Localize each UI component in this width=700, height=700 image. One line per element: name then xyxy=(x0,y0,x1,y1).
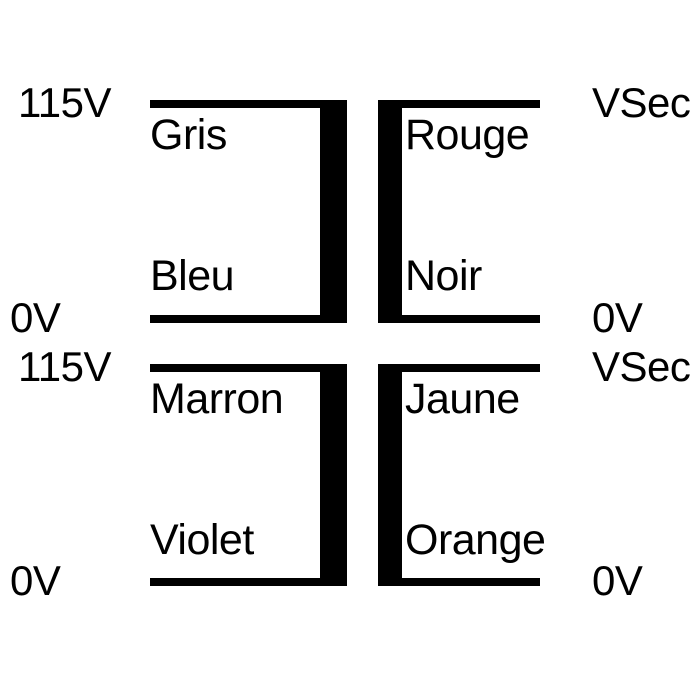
wire-label-noir: Noir xyxy=(405,252,482,300)
lead-wire-marron xyxy=(150,364,322,372)
voltage-label-primary-top-high: 115V xyxy=(18,79,111,126)
voltage-label-secondary-bottom-high: VSec xyxy=(592,343,691,390)
wire-label-bleu: Bleu xyxy=(150,252,235,300)
winding-core-bar-primary-top xyxy=(320,100,347,323)
winding-core-bar-secondary-top xyxy=(378,100,402,323)
wire-label-marron: Marron xyxy=(150,375,284,423)
winding-core-bar-primary-bottom xyxy=(320,364,347,586)
wire-label-rouge: Rouge xyxy=(405,111,530,159)
lead-wire-orange xyxy=(400,578,540,586)
voltage-label-secondary-top-low: 0V xyxy=(592,294,643,341)
voltage-label-primary-bottom-low: 0V xyxy=(10,557,61,604)
voltage-label-primary-top-low: 0V xyxy=(10,294,61,341)
wire-label-gris: Gris xyxy=(150,111,227,159)
lead-wire-noir xyxy=(400,315,540,323)
voltage-label-secondary-top-high: VSec xyxy=(592,79,691,126)
wire-label-violet: Violet xyxy=(150,516,254,564)
lead-wire-bleu xyxy=(150,315,322,323)
lead-wire-rouge xyxy=(400,100,540,108)
voltage-label-secondary-bottom-low: 0V xyxy=(592,557,643,604)
lead-wire-violet xyxy=(150,578,322,586)
lead-wire-gris xyxy=(150,100,322,108)
wire-label-jaune: Jaune xyxy=(405,375,520,423)
lead-wire-jaune xyxy=(400,364,540,372)
wire-label-orange: Orange xyxy=(405,516,546,564)
voltage-label-primary-bottom-high: 115V xyxy=(18,343,111,390)
winding-core-bar-secondary-bottom xyxy=(378,364,402,586)
